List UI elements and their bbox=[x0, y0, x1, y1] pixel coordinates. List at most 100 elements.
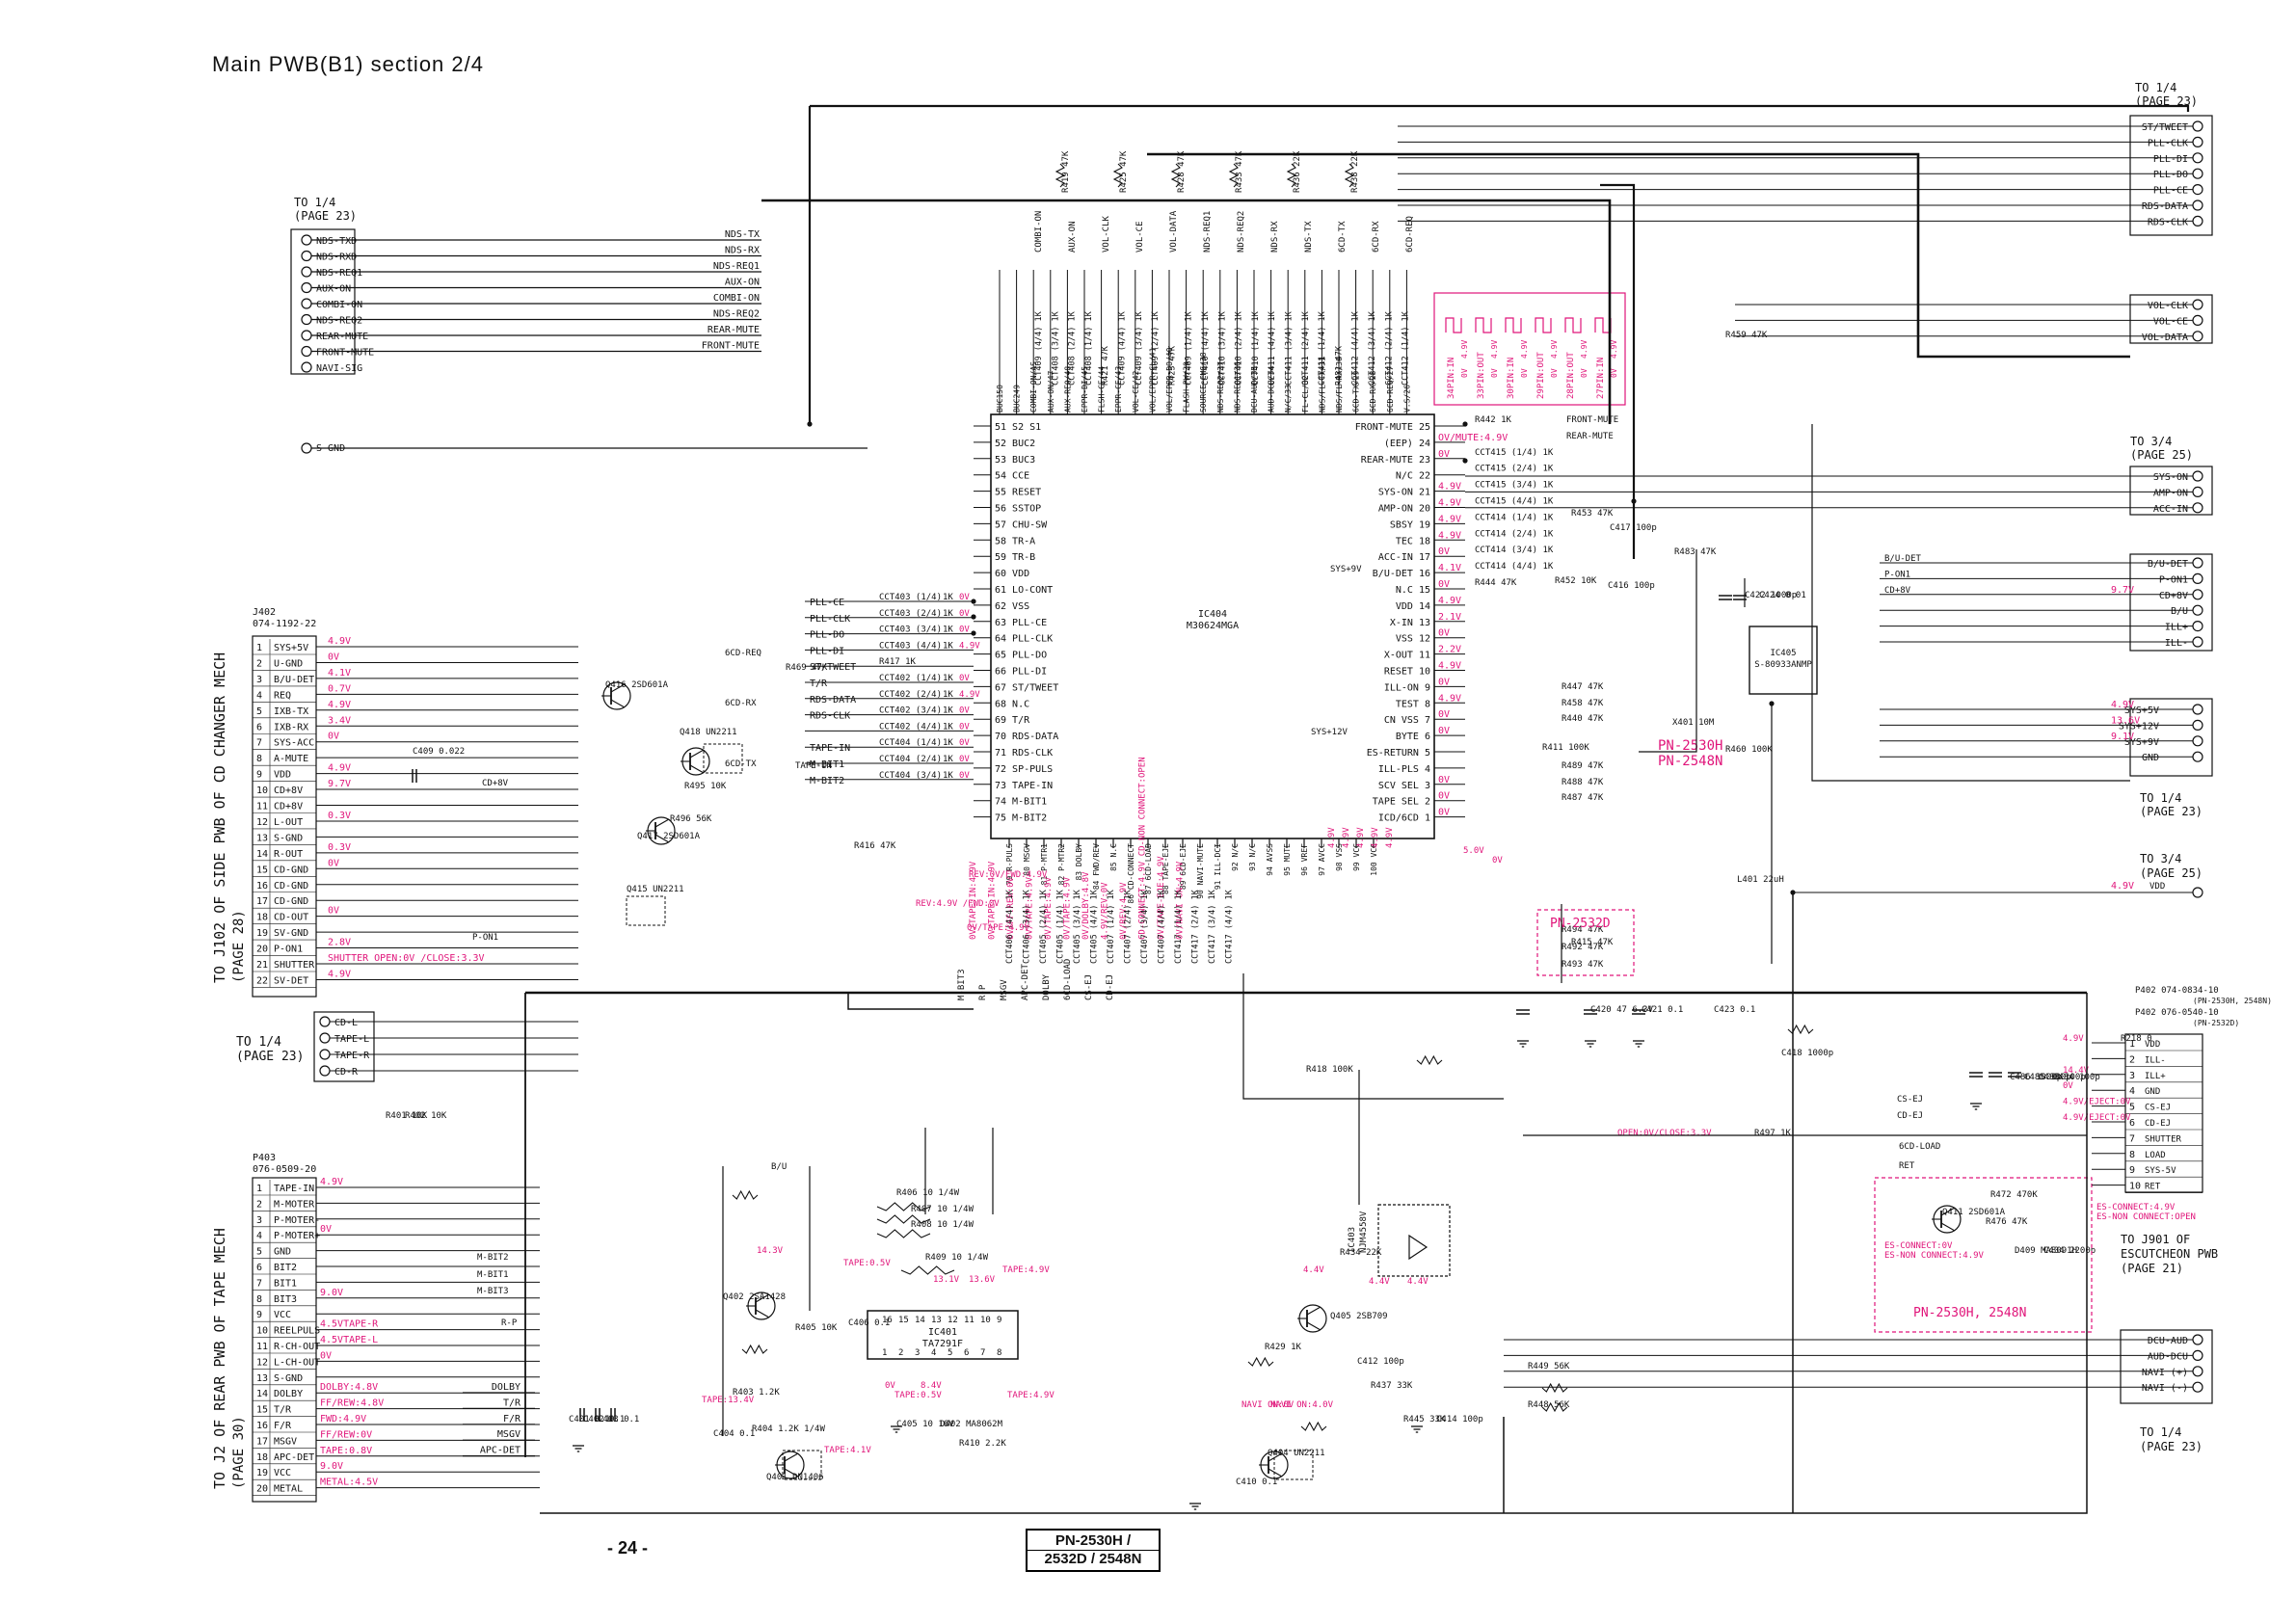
transistor-collector bbox=[689, 749, 705, 759]
p403-pin-number: 5 bbox=[256, 1247, 262, 1258]
ic404-right-pin: X-OUT 11 bbox=[1384, 651, 1430, 661]
p403-pin-label: MSGV bbox=[274, 1436, 297, 1447]
ic404-top-net: 6CD-TX bbox=[1338, 221, 1348, 253]
tl-net-label: AUX-ON bbox=[725, 278, 760, 288]
rm-page: (PAGE 25) bbox=[2130, 448, 2193, 462]
right-net-label: REAR-MUTE bbox=[1566, 432, 1614, 441]
wire bbox=[1639, 549, 1697, 753]
connector-terminal bbox=[2192, 152, 2203, 164]
p402-pin-label: GND bbox=[2145, 1087, 2160, 1097]
tl-page: (PAGE 23) bbox=[294, 209, 357, 223]
ic401-pin-number: 14 bbox=[915, 1316, 925, 1325]
ic404-left-pin: 68 N.C bbox=[995, 699, 1029, 709]
connector-terminal bbox=[301, 330, 312, 341]
component-label: R405 10K bbox=[795, 1323, 838, 1333]
transistor-collector bbox=[1306, 1306, 1322, 1316]
voltage-label: TAPE:13.4V bbox=[702, 1396, 755, 1405]
connector-terminal bbox=[2192, 704, 2203, 715]
component-label: R492 47K bbox=[1562, 943, 1604, 952]
br-pin: NAVI (-) bbox=[2142, 1383, 2188, 1394]
rm-box-2 bbox=[2129, 553, 2213, 652]
ic404-right-pin: BYTE 6 bbox=[1396, 732, 1430, 742]
digital-transistor-box bbox=[1273, 1450, 1314, 1480]
j402-voltage: 0V bbox=[328, 906, 339, 917]
j402-pin-label: IXB-RX bbox=[274, 722, 308, 732]
j402-box bbox=[252, 635, 317, 998]
left-io-res: CCT402 (4/4) bbox=[879, 722, 942, 732]
voltage-label: ES-NON CONNECT:OPEN bbox=[2096, 1212, 2196, 1222]
j402-voltage: 3.4V bbox=[328, 715, 351, 726]
ic404-left-pin: 62 VSS bbox=[995, 601, 1029, 612]
p403-pin-label: P-MOTER+ bbox=[274, 1231, 320, 1241]
ic404-ref: IC404 bbox=[1198, 609, 1227, 620]
j402-pin-label: L-OUT bbox=[274, 817, 303, 828]
connector-terminal bbox=[2192, 719, 2203, 732]
rm-pin2: ILL- bbox=[2165, 638, 2188, 649]
resistor-symbol bbox=[1787, 1024, 1814, 1035]
waveform-low: 0V bbox=[1550, 368, 1559, 378]
component-label: C416 100p bbox=[1608, 581, 1655, 591]
ic404-bottom-res: CCT417 (3/4) 1K bbox=[1208, 889, 1217, 964]
voltage-label: 13.6V bbox=[969, 1275, 996, 1285]
right-res-label: CCT415 (3/4) 1K bbox=[1475, 481, 1554, 491]
rm-pin2-net: P-ON1 bbox=[1884, 570, 1910, 579]
ic404-left-pin: 71 RDS-CLK bbox=[995, 748, 1053, 759]
junction-dot bbox=[1790, 890, 1796, 895]
p403-pin-label: BIT2 bbox=[274, 1263, 297, 1273]
ic404-top-res-ref: R428 47K bbox=[1177, 150, 1187, 193]
p403-net: MSGV bbox=[497, 1429, 521, 1440]
j402-pin-label: SHUTTER bbox=[274, 960, 315, 971]
voltage-label: NAVI ON:0V bbox=[1241, 1400, 1295, 1410]
component-label: R495 10K bbox=[684, 782, 727, 791]
voltage-label: TAPE:4.9V bbox=[1002, 1265, 1050, 1275]
j402-pin-number: 17 bbox=[256, 896, 268, 907]
rm-pin: SYS-ON bbox=[2153, 472, 2188, 483]
ic404-right-pin: FRONT-MUTE 25 bbox=[1355, 422, 1430, 433]
rm-pin: ACC-IN bbox=[2153, 504, 2188, 515]
j402-voltage: 4.9V bbox=[328, 700, 351, 710]
ic404-right-pin: ICD/6CD 1 bbox=[1378, 813, 1430, 824]
ic404-top-res: CCT409 (4/4) 1K bbox=[1118, 310, 1128, 386]
waveform-label: 27PIN:IN bbox=[1596, 358, 1606, 399]
component-label: C404 0.1 bbox=[713, 1429, 755, 1439]
ic404-bottom-pin: 98 VSS bbox=[1335, 843, 1344, 871]
ic404-left-pin: 70 RDS-DATA bbox=[995, 732, 1058, 742]
connector-terminal bbox=[2192, 120, 2203, 132]
rt-vol-pin: VOL-CLK bbox=[2148, 301, 2188, 311]
component-label: C402 0.1 bbox=[583, 1415, 625, 1424]
ic404-bottom-net: M-BIT3 bbox=[957, 969, 967, 1000]
j402-pin-label: CD-GND bbox=[274, 865, 308, 875]
rm-pin2-net: CD+8V bbox=[1884, 586, 1911, 596]
connector-terminal bbox=[2192, 200, 2203, 211]
voltage-label: OPEN:0V/CLOSE:3.3V bbox=[1617, 1129, 1712, 1138]
component-label: R440 47K bbox=[1562, 714, 1604, 724]
ic404-right-volt: 4.1V bbox=[1438, 563, 1461, 573]
left-io-res: CCT403 (3/4) bbox=[879, 626, 942, 635]
p403-pin-number: 12 bbox=[256, 1357, 268, 1368]
ic404-bottom-res: CCT417 (1/4) 1K bbox=[1174, 889, 1184, 964]
right-res-label: CCT414 (4/4) 1K bbox=[1475, 562, 1554, 572]
component-label: Q402 2SA1428 bbox=[723, 1292, 786, 1302]
tl-net-label: NDS-REQ2 bbox=[713, 309, 760, 320]
connector-terminal bbox=[2192, 735, 2203, 747]
ic404-top-net: NDS-REQ2 bbox=[1237, 211, 1246, 253]
component-label: C403 0.1 bbox=[598, 1415, 639, 1424]
p403-voltage: DOLBY:4.8V bbox=[320, 1382, 378, 1393]
rt-pin: RDS-DATA bbox=[2142, 201, 2188, 212]
j402-pin-label: A-MUTE bbox=[274, 754, 308, 764]
ic404-left-pin: 75 M-BIT2 bbox=[995, 813, 1047, 824]
ic404-bottom-pin: 88 TAPE-EJE bbox=[1161, 843, 1170, 894]
ic401-pin-number: 12 bbox=[948, 1316, 958, 1325]
component-label: R469 47K bbox=[786, 663, 828, 673]
p403-net: APC-DET bbox=[480, 1446, 521, 1456]
waveform-trace bbox=[1535, 317, 1552, 333]
ic404-left-pin: 54 CCE bbox=[995, 471, 1029, 482]
ic404-top-res: CCT408 (2/4) 1K bbox=[1068, 310, 1078, 386]
ic404-bottom-pin: 84 FWD/REV bbox=[1092, 843, 1101, 890]
j402-voltage: 0V bbox=[328, 858, 339, 868]
ic404-bottom-net: APC-DET bbox=[1021, 963, 1030, 1000]
left-io-volt: 0V bbox=[959, 722, 970, 732]
waveform-high: 4.9V bbox=[1460, 340, 1469, 359]
p403-pin-label: REELPULS bbox=[274, 1326, 320, 1337]
